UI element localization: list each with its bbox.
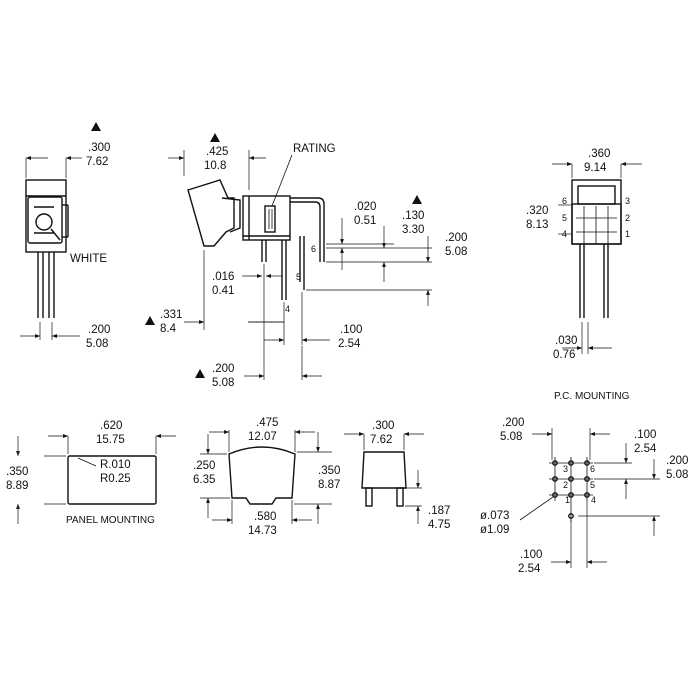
- front-pin-mm: 5.08: [86, 338, 108, 350]
- act-250-mm: 6.35: [193, 474, 215, 486]
- cap-187-in: .187: [428, 505, 450, 517]
- pc-pin-3: 3: [563, 464, 568, 474]
- panel-mounting-label: PANEL MOUNTING: [66, 515, 155, 526]
- side-100-mm: 2.54: [338, 338, 361, 350]
- side-425-mm: 10.8: [204, 160, 226, 172]
- side-200-mm: 5.08: [445, 246, 467, 258]
- end-360-in: .360: [588, 148, 610, 160]
- pc-100-in: .100: [634, 429, 656, 441]
- pc-100b-in: .100: [520, 549, 542, 561]
- front-width-mm: 7.62: [86, 156, 108, 168]
- end-360-mm: 9.14: [584, 162, 607, 174]
- side-016-mm: 0.41: [212, 285, 234, 297]
- front-view: .300 7.62 WHITE .200 5.08: [20, 122, 110, 350]
- side-020-mm: 0.51: [354, 215, 376, 227]
- pc-200-in: .200: [502, 417, 524, 429]
- end-right-pin-1: 1: [625, 229, 630, 239]
- side-view: .425 10.8 RATING 6 5 4 .020 0.51 .1: [145, 133, 467, 389]
- pc-200-mm: 5.08: [500, 431, 522, 443]
- panel-620-in: .620: [100, 420, 122, 432]
- pin-4-label: 4: [285, 304, 290, 314]
- end-030-mm: 0.76: [553, 349, 575, 361]
- revision-triangle: [145, 316, 155, 325]
- pin-5-label: 5: [296, 272, 301, 282]
- side-100-in: .100: [340, 324, 362, 336]
- act-475-in: .475: [256, 417, 278, 429]
- panel-radius-mm: R0.25: [100, 473, 131, 485]
- end-320-in: .320: [526, 205, 548, 217]
- white-label: WHITE: [70, 253, 107, 265]
- revision-triangle: [195, 369, 205, 378]
- front-width-in: .300: [88, 142, 110, 154]
- end-left-pin-5: 5: [562, 213, 567, 223]
- pc-200b-in: .200: [666, 455, 688, 467]
- cap-300-mm: 7.62: [370, 434, 392, 446]
- end-right-pin-2: 2: [625, 213, 630, 223]
- panel-350-in: .350: [6, 466, 28, 478]
- pc-pin-5: 5: [590, 480, 595, 490]
- pc-mounting-view: P.C. MOUNTING .200 5.08 .100 2.54 .200 5…: [480, 391, 688, 575]
- end-left-pin-6: 6: [562, 196, 567, 206]
- side-331-mm: 8.4: [160, 323, 177, 335]
- side-331-in: .331: [160, 309, 182, 321]
- panel-cutout-view: .620 15.75 R.010 R0.25 .350 8.89 PANEL M…: [6, 420, 176, 526]
- end-030-in: .030: [555, 335, 577, 347]
- pc-mounting-label: P.C. MOUNTING: [554, 391, 630, 402]
- front-pin-in: .200: [88, 324, 110, 336]
- side-130-in: .130: [402, 210, 424, 222]
- revision-triangle: [210, 133, 220, 142]
- side-200b-in: .200: [212, 363, 234, 375]
- side-020-in: .020: [354, 201, 376, 213]
- pc-100b-mm: 2.54: [518, 563, 541, 575]
- side-200b-mm: 5.08: [212, 377, 234, 389]
- end-view: .360 9.14 6 5 4 3 2 1 .320 8.13 .030 0.7…: [526, 148, 642, 361]
- cap-187-mm: 4.75: [428, 519, 450, 531]
- revision-triangle: [412, 195, 422, 204]
- side-130-mm: 3.30: [402, 224, 424, 236]
- end-320-mm: 8.13: [526, 219, 548, 231]
- pc-pin-2: 2: [563, 480, 568, 490]
- hole-grid: [549, 457, 593, 522]
- act-350-in: .350: [318, 465, 340, 477]
- end-right-pin-3: 3: [625, 196, 630, 206]
- side-016-in: .016: [212, 271, 234, 283]
- pc-pin-6: 6: [590, 464, 595, 474]
- cap-view: .300 7.62 .187 4.75: [344, 420, 450, 531]
- panel-620-mm: 15.75: [96, 434, 125, 446]
- act-475-mm: 12.07: [248, 431, 277, 443]
- pc-100-mm: 2.54: [634, 443, 657, 455]
- rating-label: RATING: [293, 143, 336, 155]
- cap-300-in: .300: [372, 420, 394, 432]
- pc-200b-mm: 5.08: [666, 469, 688, 481]
- actuator-view: .475 12.07 .250 6.35 .350 8.87 .580 14.7…: [193, 417, 340, 537]
- panel-350-mm: 8.89: [6, 480, 28, 492]
- side-200-in: .200: [445, 232, 467, 244]
- pc-hole-mm: ø1.09: [480, 524, 509, 536]
- revision-triangle: [91, 122, 101, 131]
- pin-6-label: 6: [311, 244, 316, 254]
- act-250-in: .250: [193, 460, 215, 472]
- pc-pin-1: 1: [565, 495, 570, 505]
- pc-hole-in: ø.073: [480, 510, 509, 522]
- act-580-in: .580: [254, 511, 276, 523]
- act-350-mm: 8.87: [318, 479, 340, 491]
- pc-pin-4: 4: [591, 495, 596, 505]
- panel-radius-in: R.010: [100, 459, 131, 471]
- act-580-mm: 14.73: [248, 525, 277, 537]
- side-425-in: .425: [206, 146, 228, 158]
